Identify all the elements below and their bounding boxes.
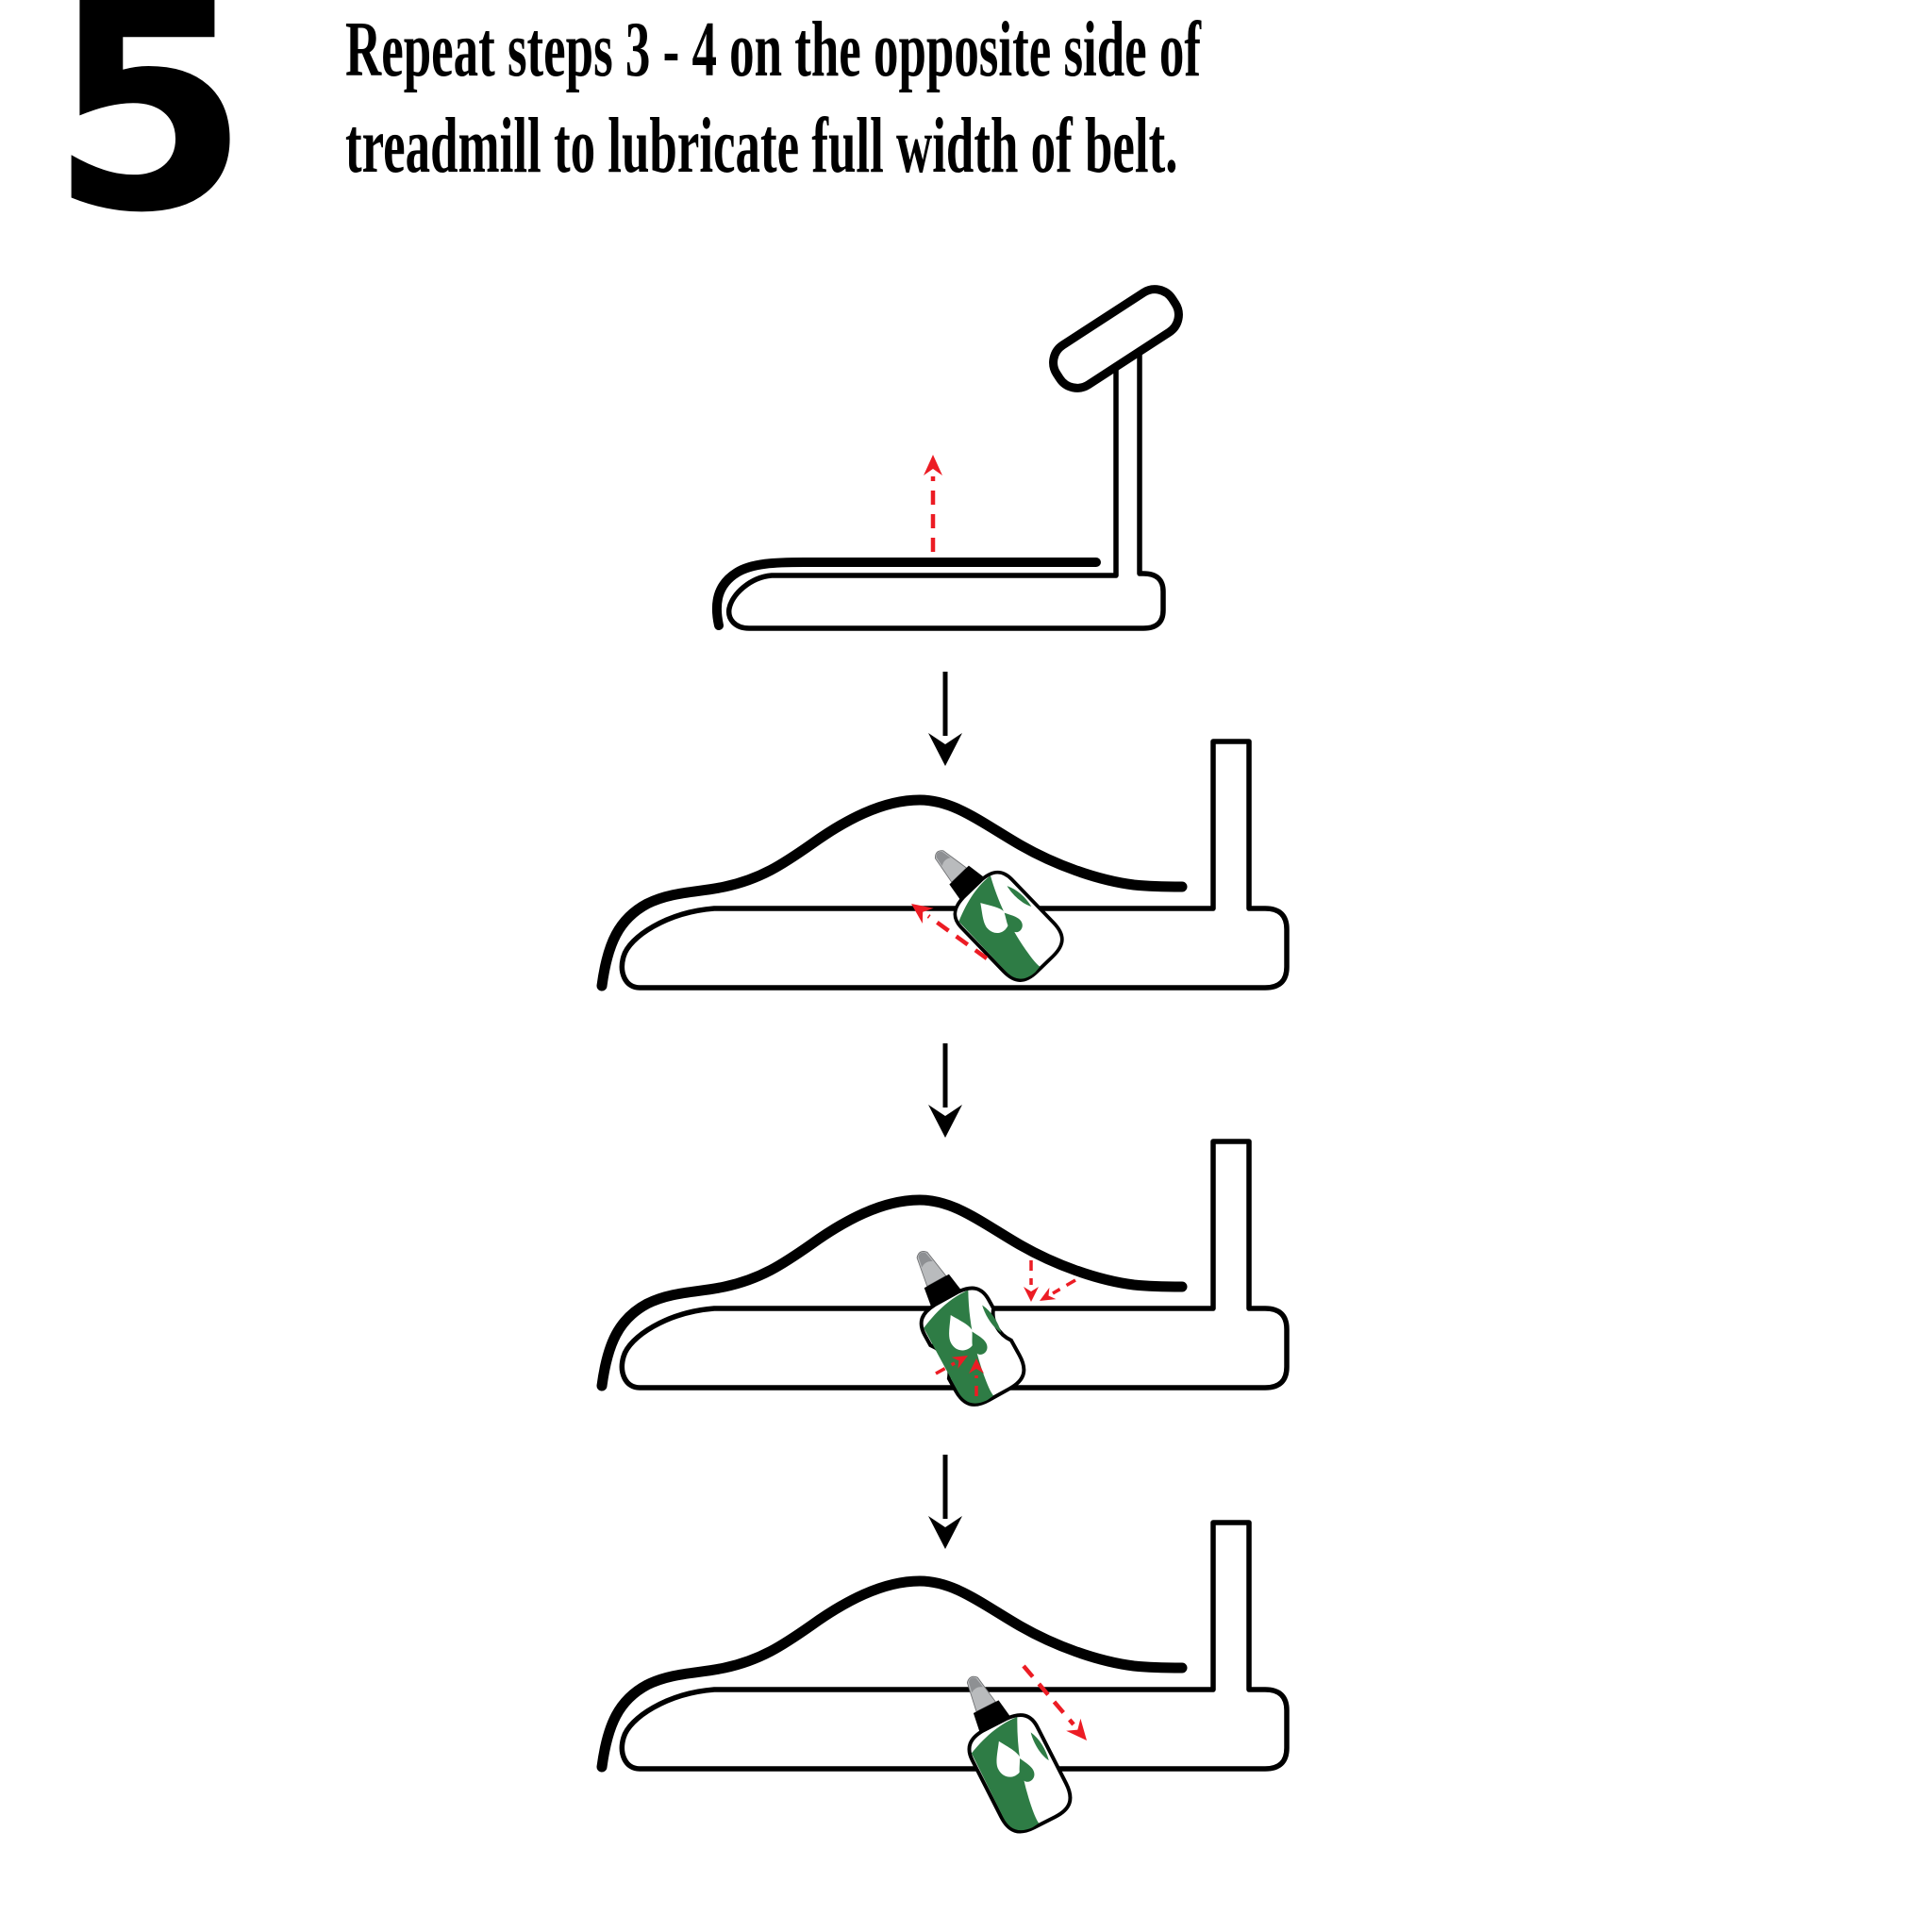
red-dashed-up-left-arrow-icon bbox=[911, 904, 989, 960]
instruction-line-1: Repeat steps 3 - 4 on the opposite side … bbox=[345, 6, 1201, 93]
treadmill-belt-lifted-icon bbox=[602, 1523, 1287, 1769]
treadmill-deck-and-post bbox=[725, 348, 1166, 631]
red-squeeze-arrows-icon bbox=[935, 1260, 1076, 1396]
panel-3-squeeze-bottle bbox=[602, 1141, 1287, 1412]
step-number: 5 bbox=[49, 0, 250, 276]
down-arrow-icon bbox=[928, 1455, 962, 1549]
red-dashed-up-arrow-icon bbox=[924, 455, 942, 552]
instruction-line-2: treadmill to lubricate full width of bel… bbox=[345, 102, 1178, 190]
down-arrow-icon bbox=[928, 1043, 962, 1138]
panel-1-treadmill-side-view bbox=[711, 285, 1183, 631]
instruction-heading: Repeat steps 3 - 4 on the opposite side … bbox=[345, 2, 1201, 194]
treadmill-console bbox=[1049, 285, 1183, 392]
treadmill-belt bbox=[711, 558, 1101, 630]
panel-4-slide-bottle bbox=[602, 1523, 1287, 1839]
down-arrow-icon bbox=[928, 672, 962, 766]
red-dashed-down-right-arrow-icon bbox=[1022, 1664, 1087, 1740]
panel-2-apply-lubricant bbox=[602, 741, 1287, 989]
